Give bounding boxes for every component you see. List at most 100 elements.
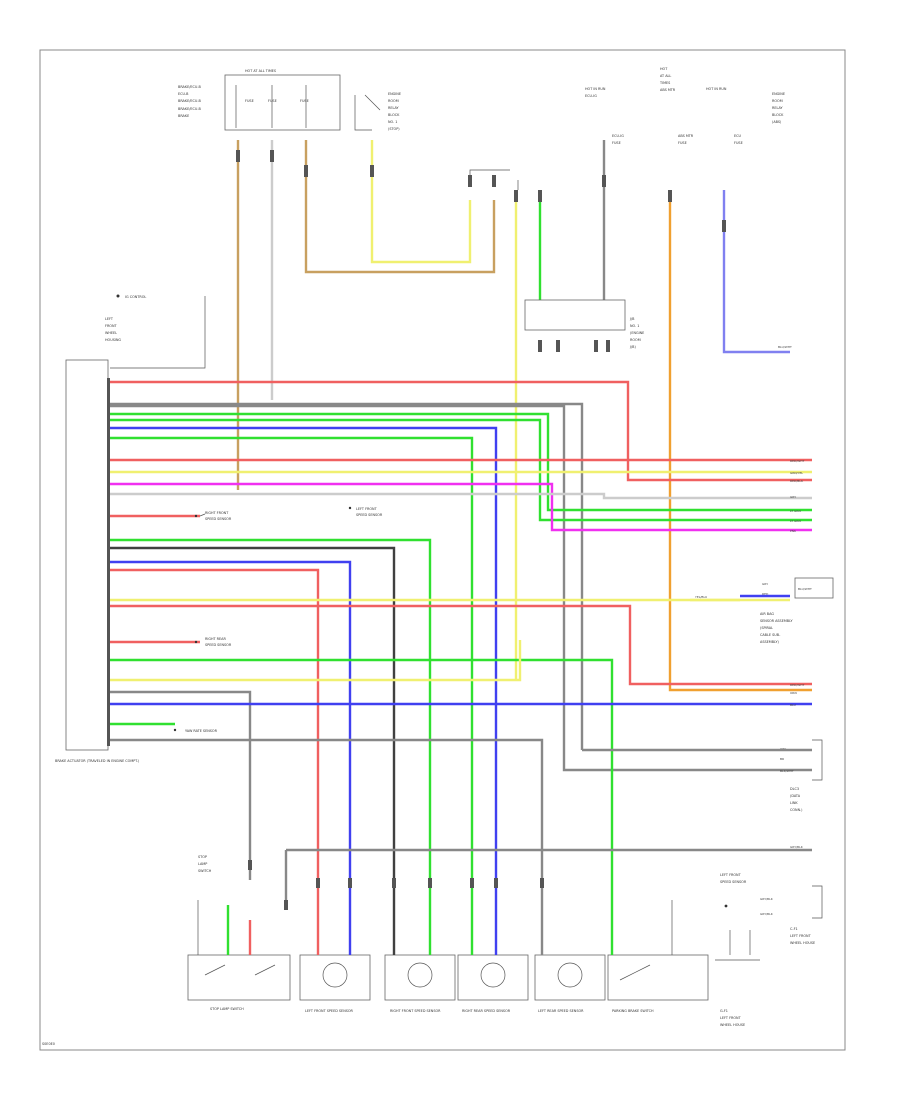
svg-text:NO. 1: NO. 1 [630,324,639,328]
diagram-frame [39,49,846,1051]
svg-text:ENGINE: ENGINE [772,92,785,96]
svg-text:RELAY: RELAY [388,106,400,110]
svg-text:CABLE SUB-: CABLE SUB- [760,633,781,637]
svg-text:HOT IN RUN: HOT IN RUN [585,87,606,91]
svg-text:HOT AT ALL TIMES: HOT AT ALL TIMES [245,69,276,73]
fuse-right-3: HOT IN RUN ECU FUSE [706,87,743,145]
svg-text:(ABS): (ABS) [772,120,782,124]
svg-text:J/B): J/B) [629,345,636,349]
ecu-label: BRAKE ACTUATOR (TRAVELED IN ENGINE COMPT… [55,759,140,763]
svg-text:AIR BAG: AIR BAG [760,612,774,616]
svg-text:PNK: PNK [790,529,797,533]
svg-text:YEL/BLU: YEL/BLU [695,595,707,599]
svg-text:BRAKE/ECU-B: BRAKE/ECU-B [178,85,201,89]
svg-text:LEFT FRONT: LEFT FRONT [720,1016,742,1020]
svg-text:WHEEL HOUSE: WHEEL HOUSE [790,941,815,945]
svg-text:AT ALL: AT ALL [660,74,671,78]
svg-text:(DATA: (DATA [790,794,801,798]
svg-text:BLOCK: BLOCK [388,113,400,117]
svg-text:FRONT: FRONT [105,324,118,328]
svg-text:WHEEL: WHEEL [105,331,117,335]
footer-code: S0E0E0 [42,1042,55,1046]
svg-text:RIGHT FRONT: RIGHT FRONT [205,511,229,515]
svg-text:LT GRN: LT GRN [790,519,801,523]
svg-text:FUSE: FUSE [245,99,254,103]
svg-text:ECU-IG: ECU-IG [612,134,624,138]
ecu-box: BRAKE ACTUATOR (TRAVELED IN ENGINE COMPT… [55,359,140,763]
svg-text:SPEED SENSOR: SPEED SENSOR [720,880,747,884]
lr-sensor-label: LEFT REAR SPEED SENSOR [538,1009,584,1013]
right-connector-a: RED/WHT GRN/YEL RED/BLK GRY LT GRN LT GR… [790,459,805,533]
svg-text:BLK/WHT: BLK/WHT [780,769,794,773]
svg-text:C-F1: C-F1 [790,927,798,931]
svg-text:LEFT FRONT: LEFT FRONT [720,873,742,877]
svg-text:GRY/BLK: GRY/BLK [760,897,774,901]
fuse-block-top: HOT AT ALL TIMES BRAKE/ECU-B ECU-B BRAKE… [178,69,341,131]
svg-text:WHEEL HOUSE: WHEEL HOUSE [720,1023,745,1027]
svg-text:J/B: J/B [629,317,635,321]
svg-text:FUSE: FUSE [268,99,277,103]
svg-text:GRY: GRY [790,495,796,499]
svg-text:RED: RED [762,592,769,596]
rf-speed-sensor: RIGHT FRONT SPEED SENSOR [384,954,456,1013]
svg-text:FUSE: FUSE [734,141,743,145]
svg-text:BRAKE/ECU-B: BRAKE/ECU-B [178,107,201,111]
inline-notes: RIGHT FRONT SPEED SENSOR LEFT FRONT SPEE… [173,506,383,733]
svg-text:ASSEMBLY): ASSEMBLY) [760,640,780,644]
svg-text:IG CONTROL: IG CONTROL [125,295,146,299]
svg-text:GRY/BLK: GRY/BLK [760,912,774,916]
rf-sensor-label: RIGHT FRONT SPEED SENSOR [390,1009,441,1013]
svg-text:SWITCH: SWITCH [198,869,212,873]
svg-text:GRY/BLK: GRY/BLK [790,845,804,849]
lr-speed-sensor: LEFT REAR SPEED SENSOR [534,954,606,1013]
svg-text:BLU/WHT: BLU/WHT [778,345,792,349]
junction-block: J/B NO. 1 (ENGINE ROOM J/B) [524,299,644,349]
svg-text:HOUSING: HOUSING [105,338,121,342]
svg-text:STOP: STOP [198,855,207,859]
dlc-label: DLC3 [790,787,799,791]
svg-text:YAW RATE SENSOR: YAW RATE SENSOR [185,729,218,733]
svg-text:ENGINE: ENGINE [388,92,401,96]
stop-switch-label: STOP LAMP SWITCH [210,1007,244,1011]
relay-top: ENGINE ROOM RELAY BLOCK NO. 1 (STOP) [354,92,401,131]
svg-text:GRN/YEL: GRN/YEL [790,471,803,475]
svg-text:SPEED SENSOR: SPEED SENSOR [205,643,232,647]
svg-text:HOT: HOT [660,67,668,71]
svg-text:TIMES: TIMES [659,81,670,85]
svg-text:G-F1: G-F1 [720,1009,728,1013]
svg-text:ABS MTR: ABS MTR [660,88,676,92]
svg-text:HOT IN RUN: HOT IN RUN [706,87,727,91]
svg-text:LINK: LINK [790,801,798,805]
lf-sensor-label: LEFT FRONT SPEED SENSOR [305,1009,354,1013]
svg-text:BRAKE: BRAKE [178,114,189,118]
parking-brake-switch: PARKING BRAKE SWITCH [607,900,709,1013]
svg-text:FUSE: FUSE [678,141,687,145]
dlc3: GRY BR BLK/WHT DLC3 (DATA LINK CONN.) [582,739,823,812]
svg-text:SPEED SENSOR: SPEED SENSOR [205,517,232,521]
svg-text:LAMP: LAMP [198,862,207,866]
svg-text:RED/BLK: RED/BLK [790,479,804,483]
svg-text:ROOM: ROOM [630,338,641,342]
svg-text:LT GRN: LT GRN [790,509,801,513]
svg-text:FUSE: FUSE [300,99,309,103]
stop-lamp-switch: STOP LAMP SWITCH STOP LAMP SWITCH [187,855,291,1011]
svg-text:ECU: ECU [734,134,742,138]
lf-speed-sensor: LEFT FRONT SPEED SENSOR [299,954,371,1013]
right-connector-b: RED/WHT ORN BLU [790,683,805,707]
svg-text:ORN: ORN [790,691,797,695]
svg-text:(STOP): (STOP) [388,127,400,131]
rr-sensor-label: RIGHT REAR SPEED SENSOR [462,1009,511,1013]
rr-speed-sensor: RIGHT REAR SPEED SENSOR [457,954,529,1013]
park-switch-label: PARKING BRAKE SWITCH [612,1009,654,1013]
fuse-right-2: HOT AT ALL TIMES ABS MTR ABS MTR FUSE [659,67,694,145]
svg-text:BLU: BLU [790,703,796,707]
ecu-pins [107,378,110,746]
svg-text:ECU-B: ECU-B [178,92,189,96]
bottom-pins [248,860,544,910]
svg-text:LEFT: LEFT [105,317,114,321]
svg-text:GRY: GRY [762,582,768,586]
svg-text:FUSE: FUSE [612,141,621,145]
svg-text:(SPIRAL: (SPIRAL [760,626,773,630]
ground-note: IG CONTROL LEFT FRONT WHEEL HOUSING [105,294,206,369]
